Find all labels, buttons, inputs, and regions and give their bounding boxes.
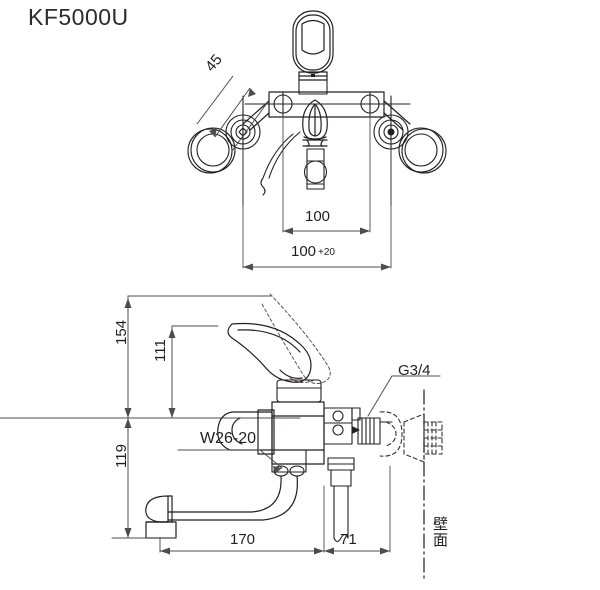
dim-100-line bbox=[283, 227, 370, 235]
plan-view-drawing bbox=[187, 10, 447, 271]
plan-eccentric-union-right bbox=[373, 95, 447, 206]
side-supply-pipe bbox=[327, 457, 355, 543]
dim-100-20-tolerance: +20 bbox=[318, 247, 335, 258]
plan-mount-hole-left bbox=[273, 91, 293, 118]
dim-119-label: 119 bbox=[113, 444, 130, 468]
w26-20-label: W26-20 bbox=[200, 430, 257, 447]
dim-71-label: 71 bbox=[340, 531, 357, 548]
side-spout-head bbox=[145, 495, 177, 539]
side-valve-housing bbox=[323, 407, 360, 445]
plan-left-arm bbox=[242, 100, 270, 131]
dim-100-20-value: 100 bbox=[291, 243, 317, 260]
dim-111-line bbox=[168, 327, 176, 419]
plan-mount-hole-right bbox=[360, 91, 380, 118]
dim-170-label: 170 bbox=[230, 531, 256, 548]
dim-170-line bbox=[159, 547, 325, 555]
dim-111-label: 111 bbox=[152, 339, 169, 362]
plan-extension-lines bbox=[242, 114, 392, 269]
side-lever-handle bbox=[227, 322, 312, 383]
dim-100-20-line bbox=[243, 263, 391, 271]
side-lever-raised bbox=[261, 293, 331, 384]
plan-lever-handle bbox=[292, 10, 334, 81]
dim-154-label: 154 bbox=[113, 319, 130, 345]
dim-154-line bbox=[124, 297, 132, 419]
side-view-drawing bbox=[0, 293, 443, 581]
dim-100-20-label: 100+20 bbox=[291, 243, 335, 260]
plan-handle-stem bbox=[298, 79, 328, 95]
side-spout-arm bbox=[167, 475, 298, 521]
dim-71-line bbox=[323, 547, 391, 555]
plan-eccentric-union-left bbox=[187, 95, 261, 206]
plan-spout-tube bbox=[303, 148, 328, 190]
dim-45-line bbox=[196, 75, 268, 152]
side-extension-lines bbox=[127, 295, 391, 553]
side-wall-fitting-hidden bbox=[379, 411, 443, 463]
wall-surface-label: 壁面 bbox=[431, 516, 449, 548]
dim-119-line bbox=[111, 417, 177, 539]
dim-100-label: 100 bbox=[305, 208, 331, 225]
plan-center-body bbox=[302, 99, 328, 147]
plan-hose-curve bbox=[260, 131, 301, 196]
w26-20-leader-line bbox=[177, 449, 283, 474]
page-title: KF5000U bbox=[28, 4, 129, 30]
g34-label: G3/4 bbox=[398, 362, 431, 379]
side-main-body bbox=[271, 401, 325, 465]
g34-leader-line bbox=[367, 375, 441, 417]
side-wall-elbow-solid bbox=[351, 407, 393, 445]
